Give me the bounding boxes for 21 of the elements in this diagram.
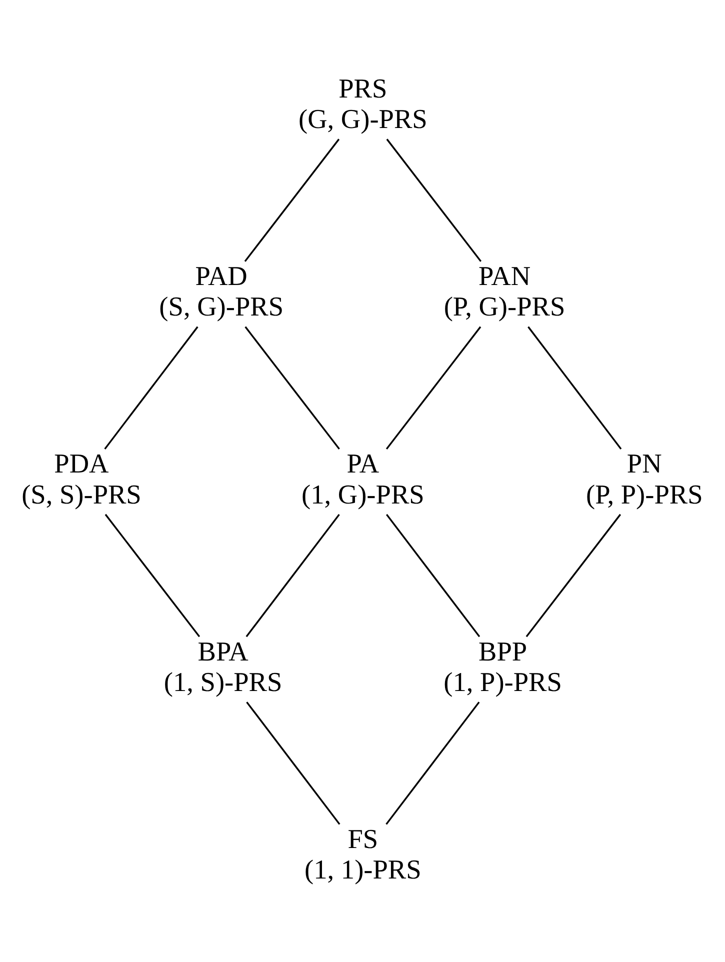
connector: [244, 326, 340, 450]
node-text: PA (1, G)-PRS: [302, 448, 424, 509]
node-text: PN (P, P)-PRS: [586, 448, 703, 509]
connector: [104, 326, 198, 450]
connector: [386, 513, 480, 637]
node-text: PRS (G, G)-PRS: [298, 72, 428, 134]
connector: [528, 326, 622, 450]
connector: [246, 513, 340, 637]
connector: [386, 701, 480, 824]
connector: [246, 701, 340, 824]
node-text: BPP (1, P)-PRS: [444, 636, 562, 696]
connector: [526, 513, 622, 637]
connector: [386, 138, 482, 262]
node-text: BPA (1, S)-PRS: [164, 636, 282, 696]
connector: [104, 513, 200, 637]
connector: [244, 138, 340, 262]
node-text: FS (1, 1)-PRS: [304, 823, 422, 884]
node-text: PAN (P, G)-PRS: [444, 260, 566, 322]
node-text: PDA (S, S)-PRS: [22, 448, 142, 509]
node-text: PAD (S, G)-PRS: [159, 260, 284, 322]
connector: [386, 326, 482, 450]
